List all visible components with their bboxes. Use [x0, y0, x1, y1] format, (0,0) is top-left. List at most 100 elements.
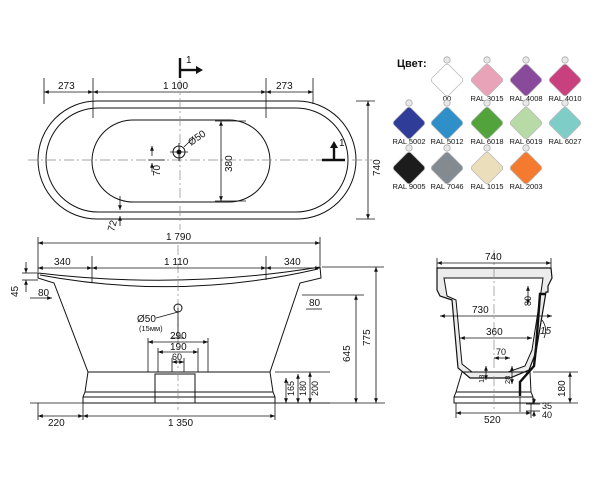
color-swatch-ral-1015[interactable]: RAL 1015	[470, 144, 504, 191]
front-rim-height-label: 45	[10, 285, 21, 297]
front-rim-line	[39, 268, 319, 288]
svg-text:1: 1	[186, 55, 192, 66]
top-inner-length-label: 1 100	[163, 81, 188, 92]
side-h80-label: 80	[523, 296, 533, 306]
front-left-top-label: 340	[54, 257, 71, 268]
front-pedestal	[82, 371, 276, 404]
swatch-selector-dot[interactable]	[405, 144, 413, 152]
top-inner-width-label: 380	[224, 155, 235, 172]
swatch-color-tile[interactable]	[430, 63, 464, 97]
swatch-color-tile[interactable]	[509, 63, 543, 97]
swatch-selector-dot[interactable]	[483, 99, 491, 107]
top-left-overhang-label: 273	[58, 81, 75, 92]
side-w520-label: 520	[484, 415, 501, 426]
swatch-selector-dot[interactable]	[405, 99, 413, 107]
swatch-color-tile[interactable]	[509, 106, 543, 140]
swatch-selector-dot[interactable]	[522, 99, 530, 107]
swatch-label: RAL 4008	[509, 94, 542, 103]
swatch-label: RAL 5002	[392, 137, 425, 146]
swatch-color-tile[interactable]	[509, 151, 543, 185]
top-inner-basin	[91, 119, 271, 203]
front-tub-body	[37, 266, 322, 373]
swatch-color-tile[interactable]	[392, 106, 426, 140]
front-rim-right-label: 80	[309, 298, 321, 309]
section-marker-right: 1	[322, 138, 345, 162]
front-drain-note: (15мм)	[139, 324, 163, 333]
swatch-selector-dot[interactable]	[522, 56, 530, 64]
svg-text:1: 1	[339, 138, 345, 149]
swatch-label: RAL 6018	[470, 137, 503, 146]
swatch-color-tile[interactable]	[548, 106, 582, 140]
swatch-selector-dot[interactable]	[561, 99, 569, 107]
color-swatch-ral-3015[interactable]: RAL 3015	[470, 56, 504, 103]
color-swatch-ral-7046[interactable]: RAL 7046	[430, 144, 464, 191]
front-h200-label: 200	[310, 381, 320, 396]
front-h775-label: 775	[362, 329, 373, 346]
color-swatch-ral-5002[interactable]: RAL 5002	[392, 99, 426, 146]
swatch-selector-dot[interactable]	[483, 56, 491, 64]
front-d190-label: 190	[170, 342, 187, 353]
swatch-label: RAL 4010	[548, 94, 581, 103]
swatch-label: RAL 9005	[392, 182, 425, 191]
top-rim-label: 72	[106, 219, 120, 233]
swatch-selector-dot[interactable]	[443, 99, 451, 107]
front-view: Ø50 (15мм) 1 790 340 1 110 340 45 80 80 …	[10, 232, 385, 429]
swatch-selector-dot[interactable]	[561, 56, 569, 64]
side-angle-label: 15	[540, 326, 552, 337]
swatch-color-tile[interactable]	[430, 106, 464, 140]
swatch-label: 00	[443, 94, 451, 103]
swatch-color-tile[interactable]	[470, 106, 504, 140]
side-w70-label: 70	[496, 347, 506, 357]
side-h18-label: 18	[477, 375, 486, 383]
side-w360-label: 360	[486, 327, 503, 338]
swatch-color-tile[interactable]	[392, 151, 426, 185]
swatch-color-tile[interactable]	[548, 63, 582, 97]
front-rim-left-label: 80	[38, 288, 50, 299]
swatch-selector-dot[interactable]	[522, 144, 530, 152]
color-swatch-ral-6018[interactable]: RAL 6018	[470, 99, 504, 146]
front-d60-label: 60	[172, 352, 182, 362]
color-swatch-00[interactable]: 00	[430, 56, 464, 103]
color-swatch-ral-6019[interactable]: RAL 6019	[509, 99, 543, 146]
side-d35-label: 35	[542, 401, 552, 411]
swatch-color-tile[interactable]	[470, 63, 504, 97]
front-h645-label: 645	[342, 345, 353, 362]
color-swatch-ral-9005[interactable]: RAL 9005	[392, 144, 426, 191]
side-width-label: 740	[485, 252, 502, 263]
color-legend-title: Цвет:	[397, 58, 427, 70]
swatch-selector-dot[interactable]	[443, 56, 451, 64]
front-h165-label: 165	[286, 381, 296, 396]
side-overflow-pipe	[518, 292, 546, 396]
swatch-color-tile[interactable]	[470, 151, 504, 185]
swatch-label: RAL 5012	[430, 137, 463, 146]
color-swatch-ral-6027[interactable]: RAL 6027	[548, 99, 582, 146]
front-pedestal-notch	[154, 373, 196, 403]
top-right-overhang-label: 273	[276, 81, 293, 92]
front-d290-label: 290	[170, 331, 187, 342]
color-swatch-ral-2003[interactable]: RAL 2003	[509, 144, 543, 191]
side-view: 740 730 360 70 80 15 18 28 180 520	[436, 250, 578, 426]
top-drain-offset-label: 70	[152, 164, 163, 176]
side-h180-label: 180	[557, 380, 568, 397]
swatch-selector-dot[interactable]	[483, 144, 491, 152]
swatch-label: RAL 1015	[470, 182, 503, 191]
front-length-label: 1 790	[166, 232, 191, 243]
color-swatch-ral-4010[interactable]: RAL 4010	[548, 56, 582, 103]
section-marker-top: 1	[178, 55, 203, 78]
front-drain-label: Ø50	[137, 314, 156, 325]
side-w28-label: 28	[503, 376, 512, 384]
color-swatch-ral-4008[interactable]: RAL 4008	[509, 56, 543, 103]
swatch-label: RAL 2003	[509, 182, 542, 191]
swatch-label: RAL 6027	[548, 137, 581, 146]
top-drain-label: Ø50	[186, 128, 208, 148]
side-d40-label: 40	[542, 410, 552, 420]
swatch-selector-dot[interactable]	[443, 144, 451, 152]
color-swatch-ral-5012[interactable]: RAL 5012	[430, 99, 464, 146]
front-base-length-label: 1 350	[168, 418, 193, 429]
swatch-color-tile[interactable]	[430, 151, 464, 185]
top-drain	[170, 138, 193, 161]
swatch-label: RAL 7046	[430, 182, 463, 191]
front-base-offset-label: 220	[48, 418, 65, 429]
